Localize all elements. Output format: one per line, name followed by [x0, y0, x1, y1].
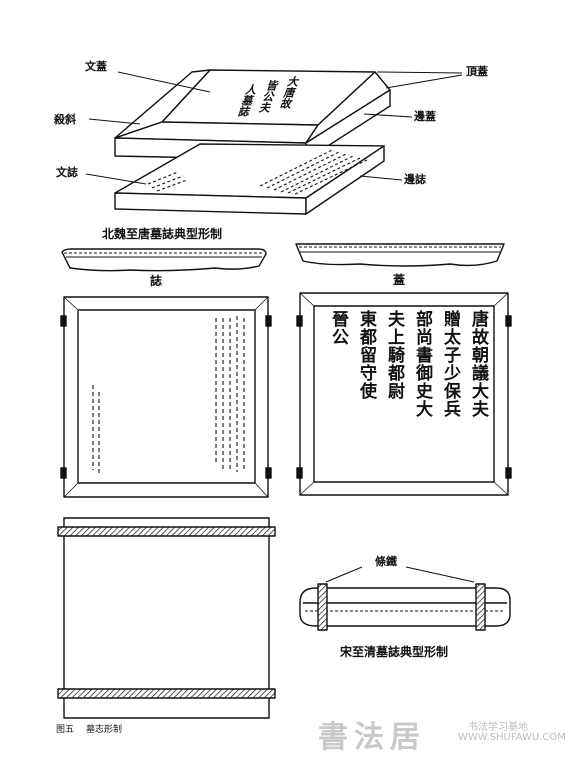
- cover-column-3: 部尚書御史大: [412, 310, 432, 418]
- figure-number: 图五: [56, 725, 75, 735]
- label-wengai: 文蓋: [85, 60, 107, 73]
- cover-column-1: 唐故朝議大夫: [468, 310, 488, 418]
- zhi-plan-inner: [77, 309, 256, 484]
- label-tiaotie: 條鐵: [375, 555, 397, 568]
- label-shaxie: 殺斜: [54, 113, 76, 126]
- cover-column-6: 晉公: [328, 310, 348, 346]
- gai-profile: [295, 243, 505, 267]
- cover-column-5: 東都留守使: [356, 310, 376, 400]
- leader-lines: [85, 71, 463, 185]
- stone-side-edge: [305, 145, 385, 215]
- zhi-profile: [61, 248, 267, 272]
- watermark-cn: 书法学习基地: [468, 722, 528, 733]
- gai-plan: [296, 292, 512, 496]
- cover-column-4: 夫上騎都尉: [384, 310, 404, 400]
- label-dinggai: 頂蓋: [466, 65, 488, 78]
- label-biangai: 邊蓋: [414, 110, 436, 123]
- caption-song-qing: 宋至清墓誌典型形制: [340, 645, 449, 659]
- label-zhi: 誌: [150, 274, 163, 288]
- cover-column-2: 贈太子少保兵: [440, 310, 460, 418]
- label-wenzhi: 文誌: [56, 166, 78, 179]
- lid-block: [114, 69, 391, 161]
- label-bianzhi: 邊誌: [404, 173, 426, 186]
- watermark-logo: 書法居: [318, 720, 426, 755]
- stone-block: [114, 143, 385, 215]
- song-stone-plan: [57, 517, 276, 719]
- label-gai: 蓋: [393, 273, 406, 287]
- figure-title: 墓志形制: [86, 725, 123, 735]
- zhi-plan-outer: [63, 296, 269, 498]
- gai-plan-outer: [299, 292, 509, 496]
- caption-beiwei-tang: 北魏至唐墓誌典型形制: [102, 227, 223, 241]
- zhi-plan: [60, 296, 272, 498]
- gai-plan-inner: [313, 305, 495, 483]
- watermark-url: WWW.SHUFAWU.COM: [458, 732, 566, 743]
- iron-bands: [57, 526, 486, 699]
- stone-text-lines: [147, 149, 368, 195]
